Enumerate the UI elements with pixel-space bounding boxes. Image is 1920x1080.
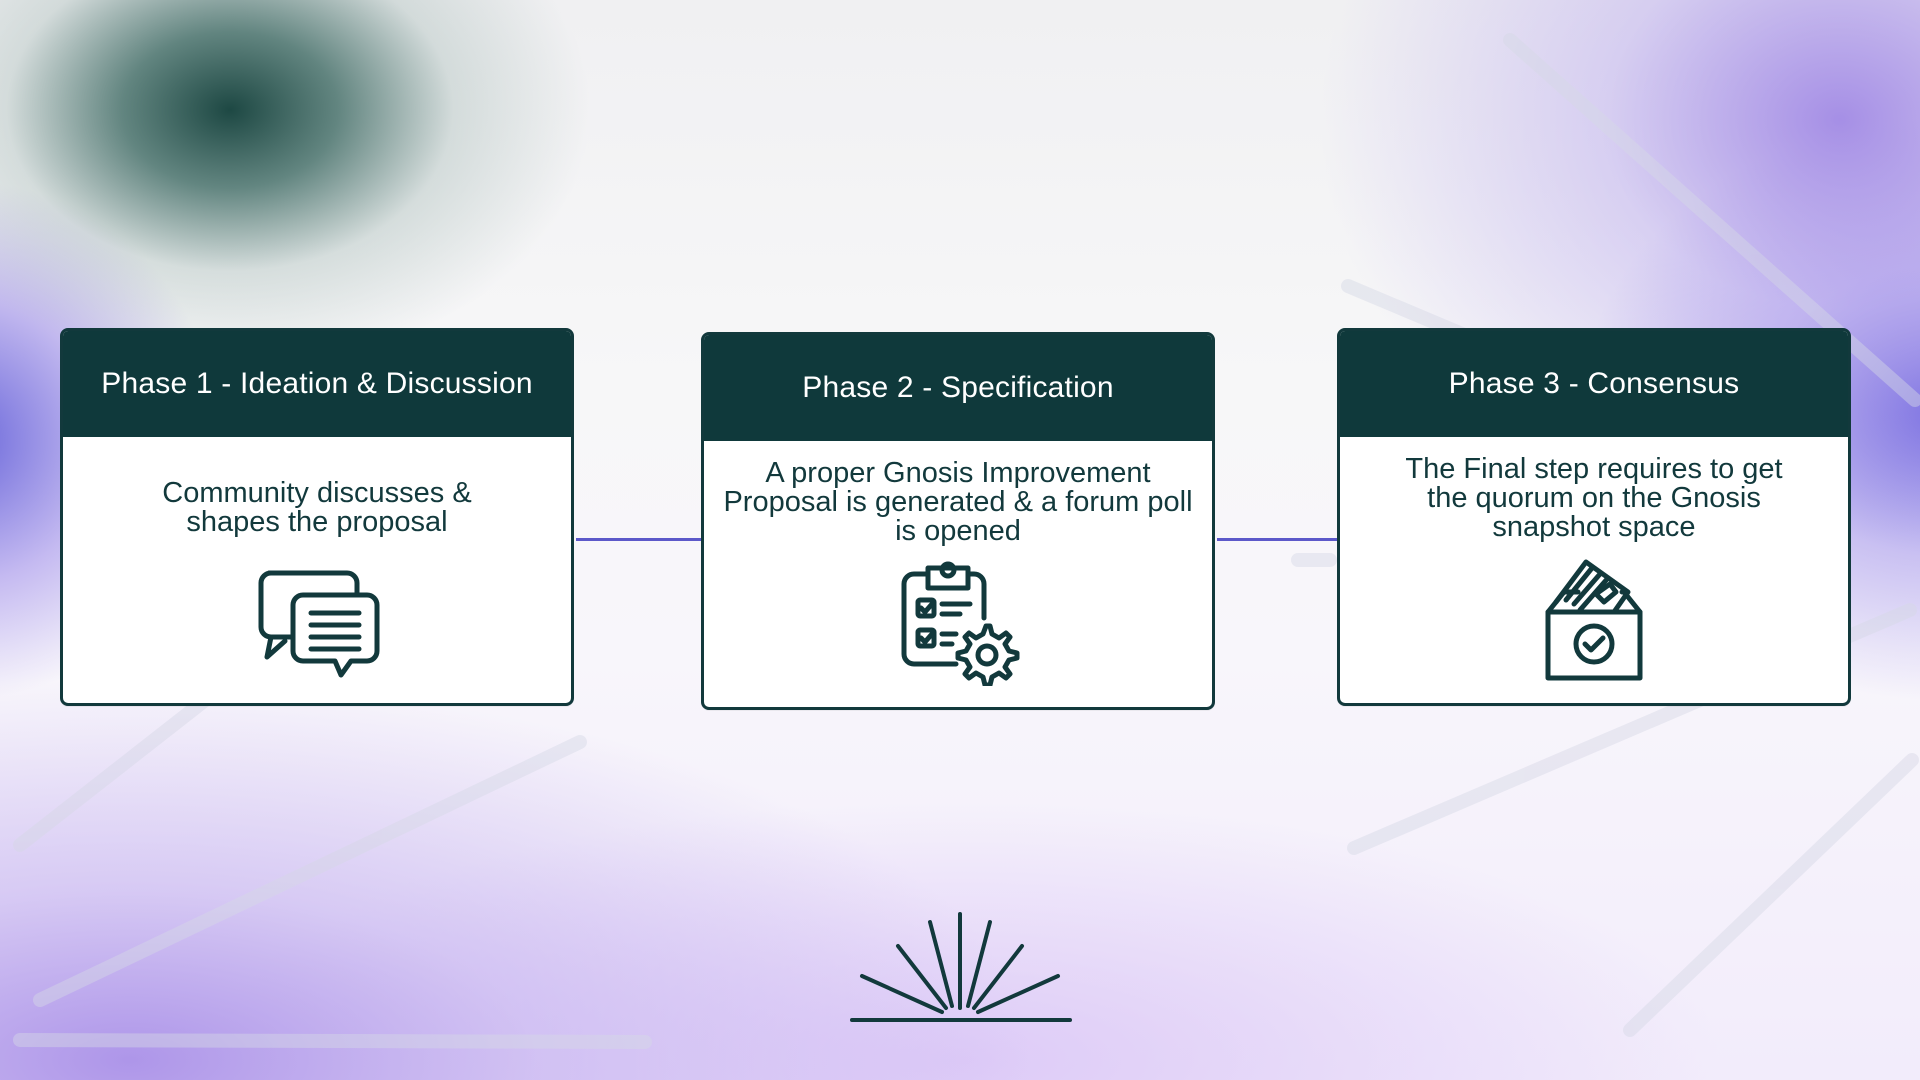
sunburst-logo-icon [850,912,1072,1022]
phase-card-2: Phase 2 - Specification A proper Gnosis … [701,332,1215,710]
phase-header-1: Phase 1 - Ideation & Discussion [63,331,571,437]
phase-description-2: A proper Gnosis Improvement Proposal is … [723,457,1193,547]
connector-line-2 [1217,538,1337,541]
chat-bubbles-icon [258,570,380,678]
phase-card-1: Phase 1 - Ideation & Discussion Communit… [60,328,574,706]
phase-title-1: Phase 1 - Ideation & Discussion [101,367,533,400]
connector-line-1 [576,538,702,541]
phase-title-2: Phase 2 - Specification [802,371,1114,404]
phase-description-3: The Final step requires to get the quoru… [1405,453,1783,543]
clipboard-checklist-gear-icon [901,561,1020,686]
phase-title-3: Phase 3 - Consensus [1448,367,1740,400]
phase-body-3: The Final step requires to get the quoru… [1340,437,1848,684]
phase-card-3: Phase 3 - Consensus The Final step requi… [1337,328,1851,706]
phase-body-2: A proper Gnosis Improvement Proposal is … [704,441,1212,686]
phase-header-3: Phase 3 - Consensus [1340,331,1848,437]
phase-body-1: Community discusses & shapes the proposa… [63,437,571,679]
ballot-box-icon [1545,559,1643,681]
phase-description-1: Community discusses & shapes the proposa… [162,477,472,538]
phase-header-2: Phase 2 - Specification [704,335,1212,441]
